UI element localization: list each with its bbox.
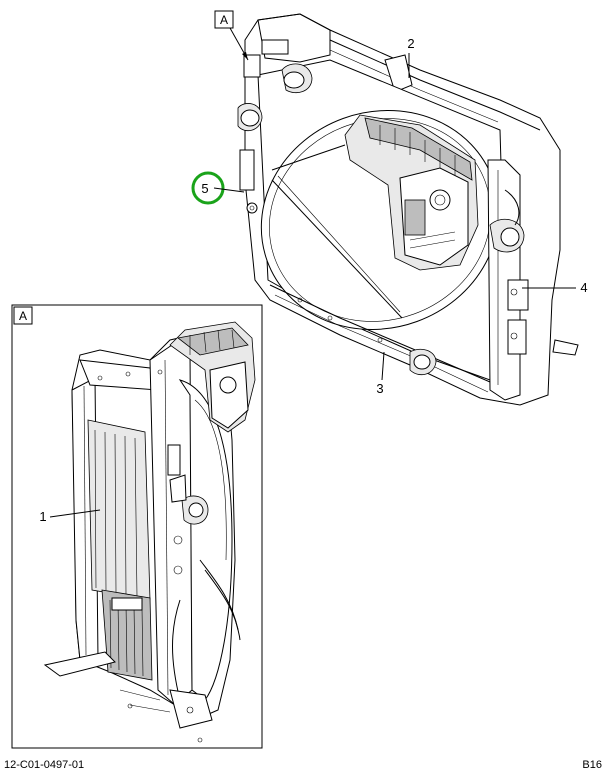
callout-3-label: 3 — [376, 381, 383, 396]
callout-4: 4 — [522, 280, 588, 295]
callout-5-label: 5 — [201, 181, 208, 196]
view-label-detail-text: A — [19, 309, 27, 323]
callout-2: 2 — [407, 36, 415, 78]
view-label-top-text: A — [220, 13, 228, 27]
callout-5: 5 — [191, 171, 245, 205]
view-label-top: A — [214, 10, 249, 61]
callout-2-label: 2 — [407, 36, 414, 51]
drawing-number: 12-C01-0497-01 — [4, 759, 85, 771]
highlight-circle — [191, 171, 225, 205]
detail-view-a: A — [11, 304, 263, 749]
radiator-frame-assembly — [237, 13, 579, 406]
callout-1-label: 1 — [39, 509, 46, 524]
callout-1: 1 — [39, 509, 101, 524]
callout-3: 3 — [376, 351, 385, 396]
callout-4-label: 4 — [580, 280, 587, 295]
page-code: B16 — [582, 759, 602, 771]
